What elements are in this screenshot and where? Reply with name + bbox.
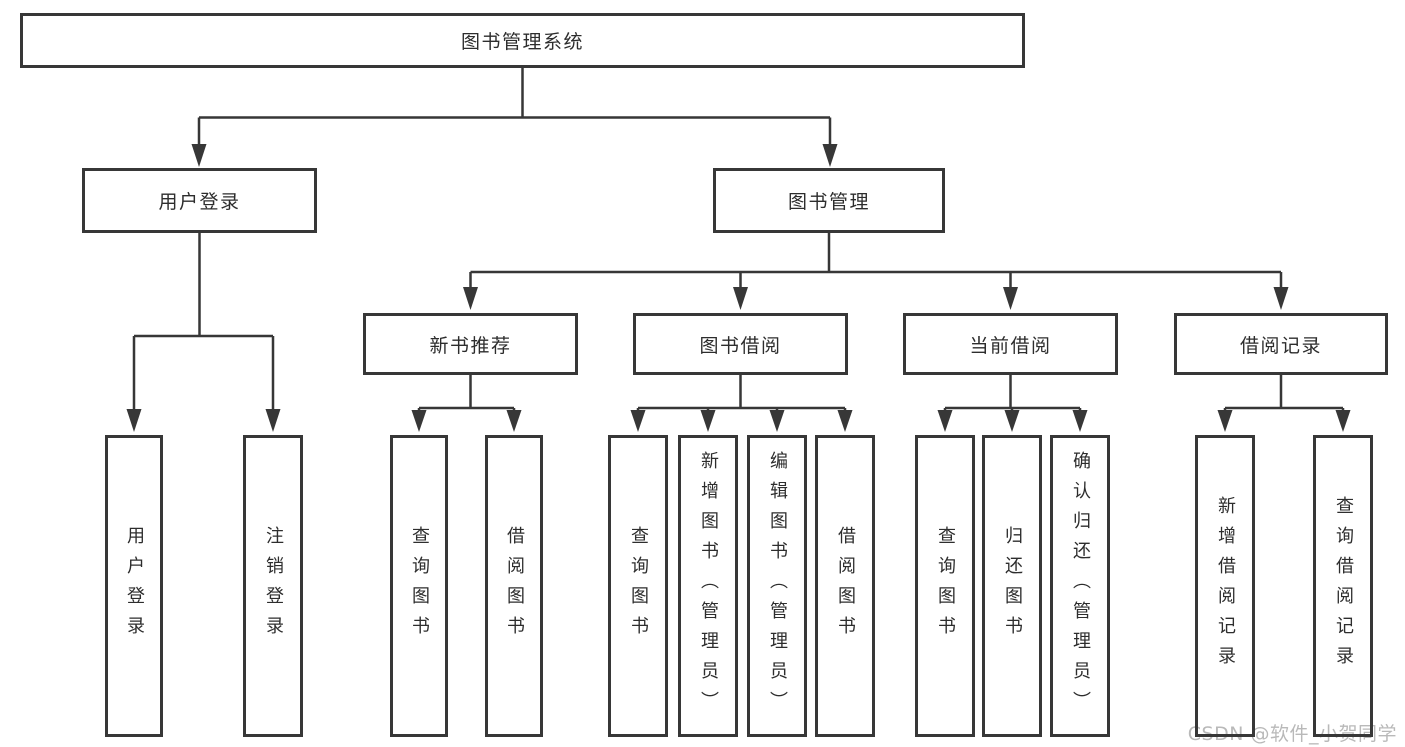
connector-borrow-records-branch	[1217, 375, 1351, 432]
arrowhead	[937, 410, 953, 432]
node-book-borrow-label: 图书借阅	[699, 334, 782, 357]
leaf-query-books-borrow-label: 查询图书	[628, 526, 649, 646]
node-book-management: 图书管理	[713, 168, 945, 233]
leaf-confirm-return-admin-label: 确认归还（管理员）	[1070, 451, 1091, 721]
node-new-book-recommend: 新书推荐	[363, 313, 578, 375]
connector-book-management-branch	[463, 233, 1289, 310]
node-user-login: 用户登录	[82, 168, 317, 233]
connector-user-login-branch	[126, 233, 281, 432]
leaf-query-borrow-record: 查询借阅记录	[1313, 435, 1373, 737]
leaf-query-books-recommend: 查询图书	[390, 435, 448, 737]
leaf-query-books-recommend-label: 查询图书	[409, 526, 430, 646]
leaf-return-book-label: 归还图书	[1002, 526, 1023, 646]
arrowhead	[191, 144, 207, 167]
leaf-add-book-admin-label: 新增图书（管理员）	[698, 451, 719, 721]
arrowhead	[700, 410, 716, 432]
leaf-borrow-books-borrow-label: 借阅图书	[835, 526, 856, 646]
node-borrow-records-label: 借阅记录	[1239, 334, 1322, 357]
node-book-management-label: 图书管理	[787, 191, 870, 213]
arrowhead	[126, 409, 142, 432]
leaf-edit-book-admin-label: 编辑图书（管理员）	[767, 451, 788, 721]
leaf-borrow-books-borrow: 借阅图书	[815, 435, 875, 737]
arrowhead	[1217, 410, 1233, 432]
connector-book-borrow-branch	[630, 375, 853, 432]
node-root: 图书管理系统	[20, 13, 1025, 68]
arrowhead	[769, 410, 785, 432]
arrowhead	[265, 409, 281, 432]
arrowhead	[1004, 410, 1020, 432]
leaf-confirm-return-admin: 确认归还（管理员）	[1050, 435, 1110, 737]
node-current-borrow-label: 当前借阅	[969, 334, 1052, 357]
leaf-logout: 注销登录	[243, 435, 303, 737]
arrowhead	[506, 410, 522, 432]
leaf-logout-label: 注销登录	[263, 526, 284, 646]
leaf-user-login-label: 用户登录	[124, 526, 145, 646]
leaf-user-login: 用户登录	[105, 435, 163, 737]
arrowhead	[630, 410, 646, 432]
node-borrow-records: 借阅记录	[1174, 313, 1388, 375]
arrowhead	[837, 410, 853, 432]
leaf-borrow-books-recommend-label: 借阅图书	[504, 526, 525, 646]
arrowhead	[1003, 287, 1018, 310]
arrowhead	[1335, 410, 1351, 432]
arrowhead	[822, 144, 838, 167]
arrowhead	[1273, 287, 1289, 310]
leaf-query-books-borrow: 查询图书	[608, 435, 668, 737]
node-user-login-label: 用户登录	[158, 191, 241, 213]
node-new-book-recommend-label: 新书推荐	[429, 334, 512, 357]
connector-new-book-branch	[411, 375, 522, 432]
leaf-add-borrow-record: 新增借阅记录	[1195, 435, 1255, 737]
arrowhead	[733, 287, 748, 310]
node-root-label: 图书管理系统	[460, 31, 584, 53]
leaf-return-book: 归还图书	[982, 435, 1042, 737]
leaf-add-borrow-record-label: 新增借阅记录	[1215, 496, 1236, 676]
arrowhead	[411, 410, 427, 432]
leaf-query-books-current: 查询图书	[915, 435, 975, 737]
node-book-borrow: 图书借阅	[633, 313, 848, 375]
connector-root-branch	[191, 68, 838, 167]
arrowhead	[1072, 410, 1088, 432]
leaf-borrow-books-recommend: 借阅图书	[485, 435, 543, 737]
leaf-query-borrow-record-label: 查询借阅记录	[1333, 496, 1354, 676]
watermark: CSDN @软件_小贺同学	[1187, 723, 1397, 745]
leaf-query-books-current-label: 查询图书	[935, 526, 956, 646]
connector-current-borrow-branch	[937, 375, 1088, 432]
leaf-edit-book-admin: 编辑图书（管理员）	[747, 435, 807, 737]
arrowhead	[463, 287, 478, 310]
node-current-borrow: 当前借阅	[903, 313, 1118, 375]
leaf-add-book-admin: 新增图书（管理员）	[678, 435, 738, 737]
